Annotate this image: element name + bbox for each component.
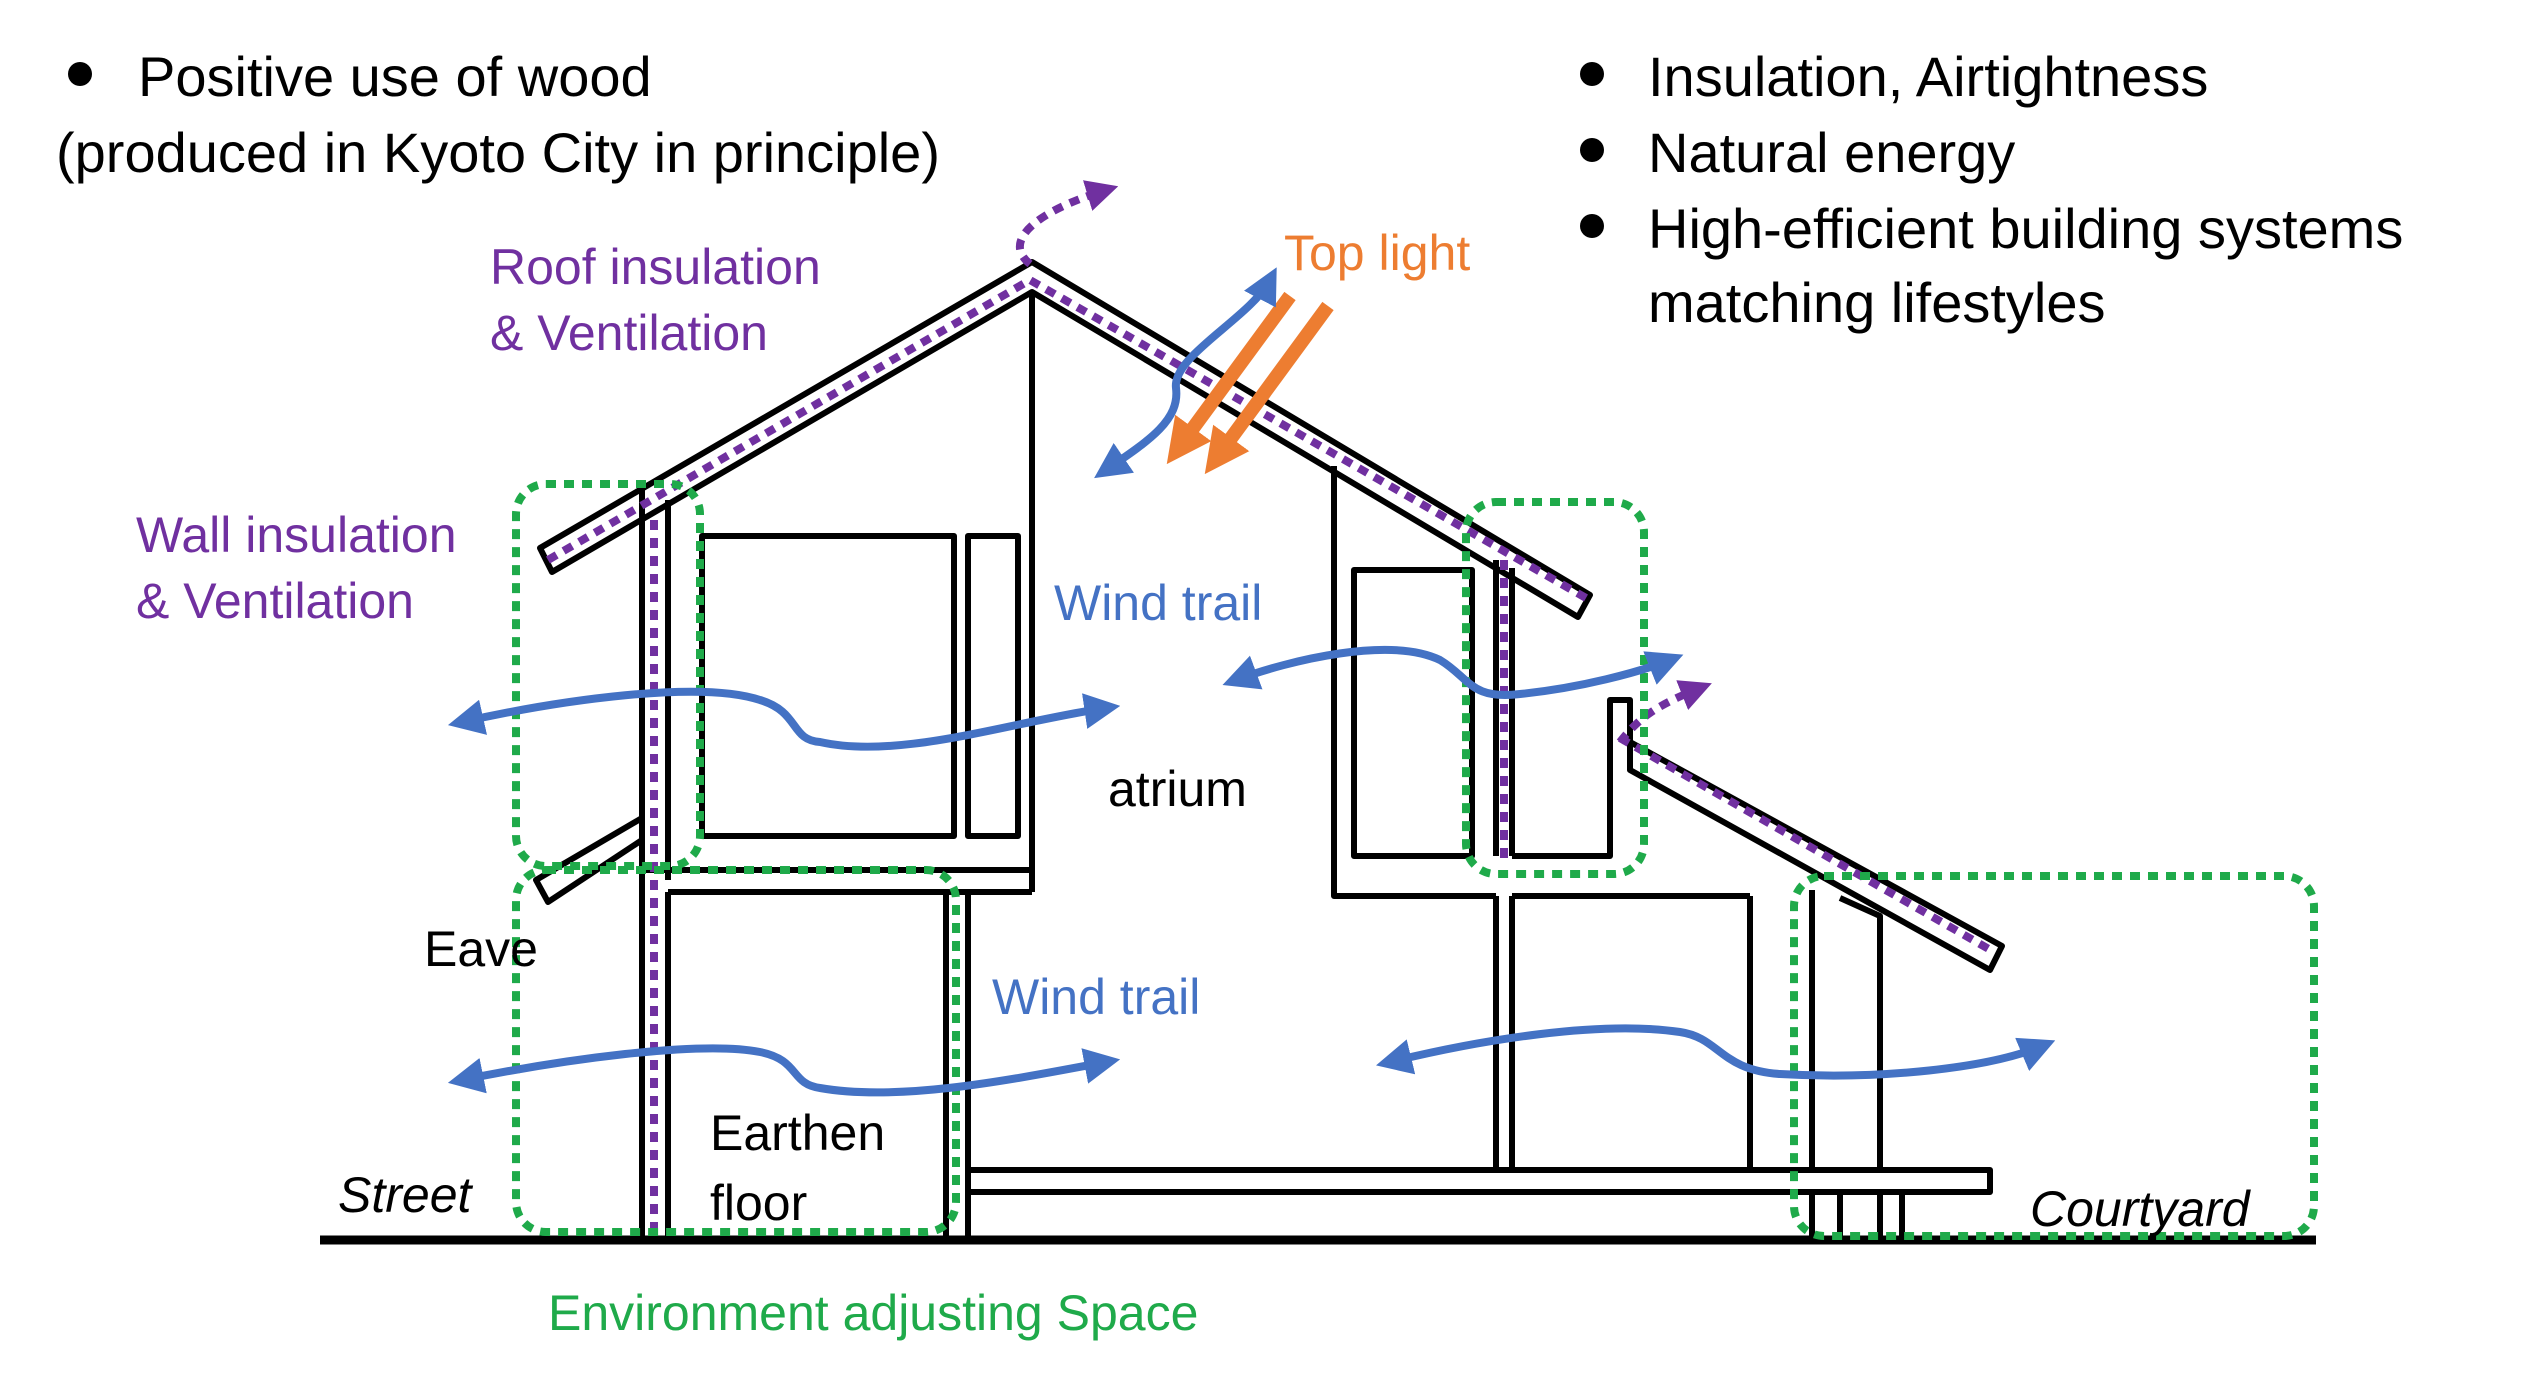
main-roof — [537, 259, 1593, 620]
bullet-systems-text: High-efficient building systems — [1648, 197, 2403, 260]
street-label: Street — [338, 1167, 474, 1223]
bullet-wood-text: Positive use of wood — [138, 45, 652, 108]
bullet-dot — [1580, 138, 1604, 162]
wind-trail-lower-label: Wind trail — [992, 969, 1200, 1025]
eave-label: Eave — [424, 921, 538, 977]
roof-insulation-label: Roof insulation — [490, 239, 821, 295]
window-upper-right — [1351, 567, 1475, 859]
bullet-systems-subtext: matching lifestyles — [1648, 271, 2106, 334]
wall-insulation-label: Wall insulation — [136, 507, 457, 563]
wind-trail-upper-label: Wind trail — [1054, 575, 1262, 631]
window-upper-left-narrow — [965, 533, 1021, 839]
atrium-label: atrium — [1108, 761, 1247, 817]
window-upper-left — [699, 533, 957, 839]
courtyard-label: Courtyard — [2030, 1181, 2252, 1237]
bullet-dot — [68, 62, 92, 86]
environment-space-label: Environment adjusting Space — [548, 1285, 1198, 1341]
bullet-wood-subtext: (produced in Kyoto City in principle) — [56, 121, 940, 184]
bullet-dot — [1580, 214, 1604, 238]
top-light-arrows — [1166, 291, 1334, 475]
earthen-floor-label-2: floor — [710, 1175, 807, 1231]
wind-trails — [447, 267, 2056, 1097]
insulation-ventilation-lines — [545, 180, 1996, 1232]
bullet-energy-text: Natural energy — [1648, 121, 2015, 184]
house-outline — [320, 259, 2316, 1245]
top-light-label: Top light — [1284, 225, 1470, 281]
bullet-dot — [1580, 62, 1604, 86]
earthen-floor-label: Earthen — [710, 1105, 885, 1161]
roof-insulation-label-2: & Ventilation — [490, 305, 768, 361]
bullet-insulation-text: Insulation, Airtightness — [1648, 45, 2208, 108]
wall-insulation-label-2: & Ventilation — [136, 573, 414, 629]
eave-roof — [533, 815, 645, 905]
